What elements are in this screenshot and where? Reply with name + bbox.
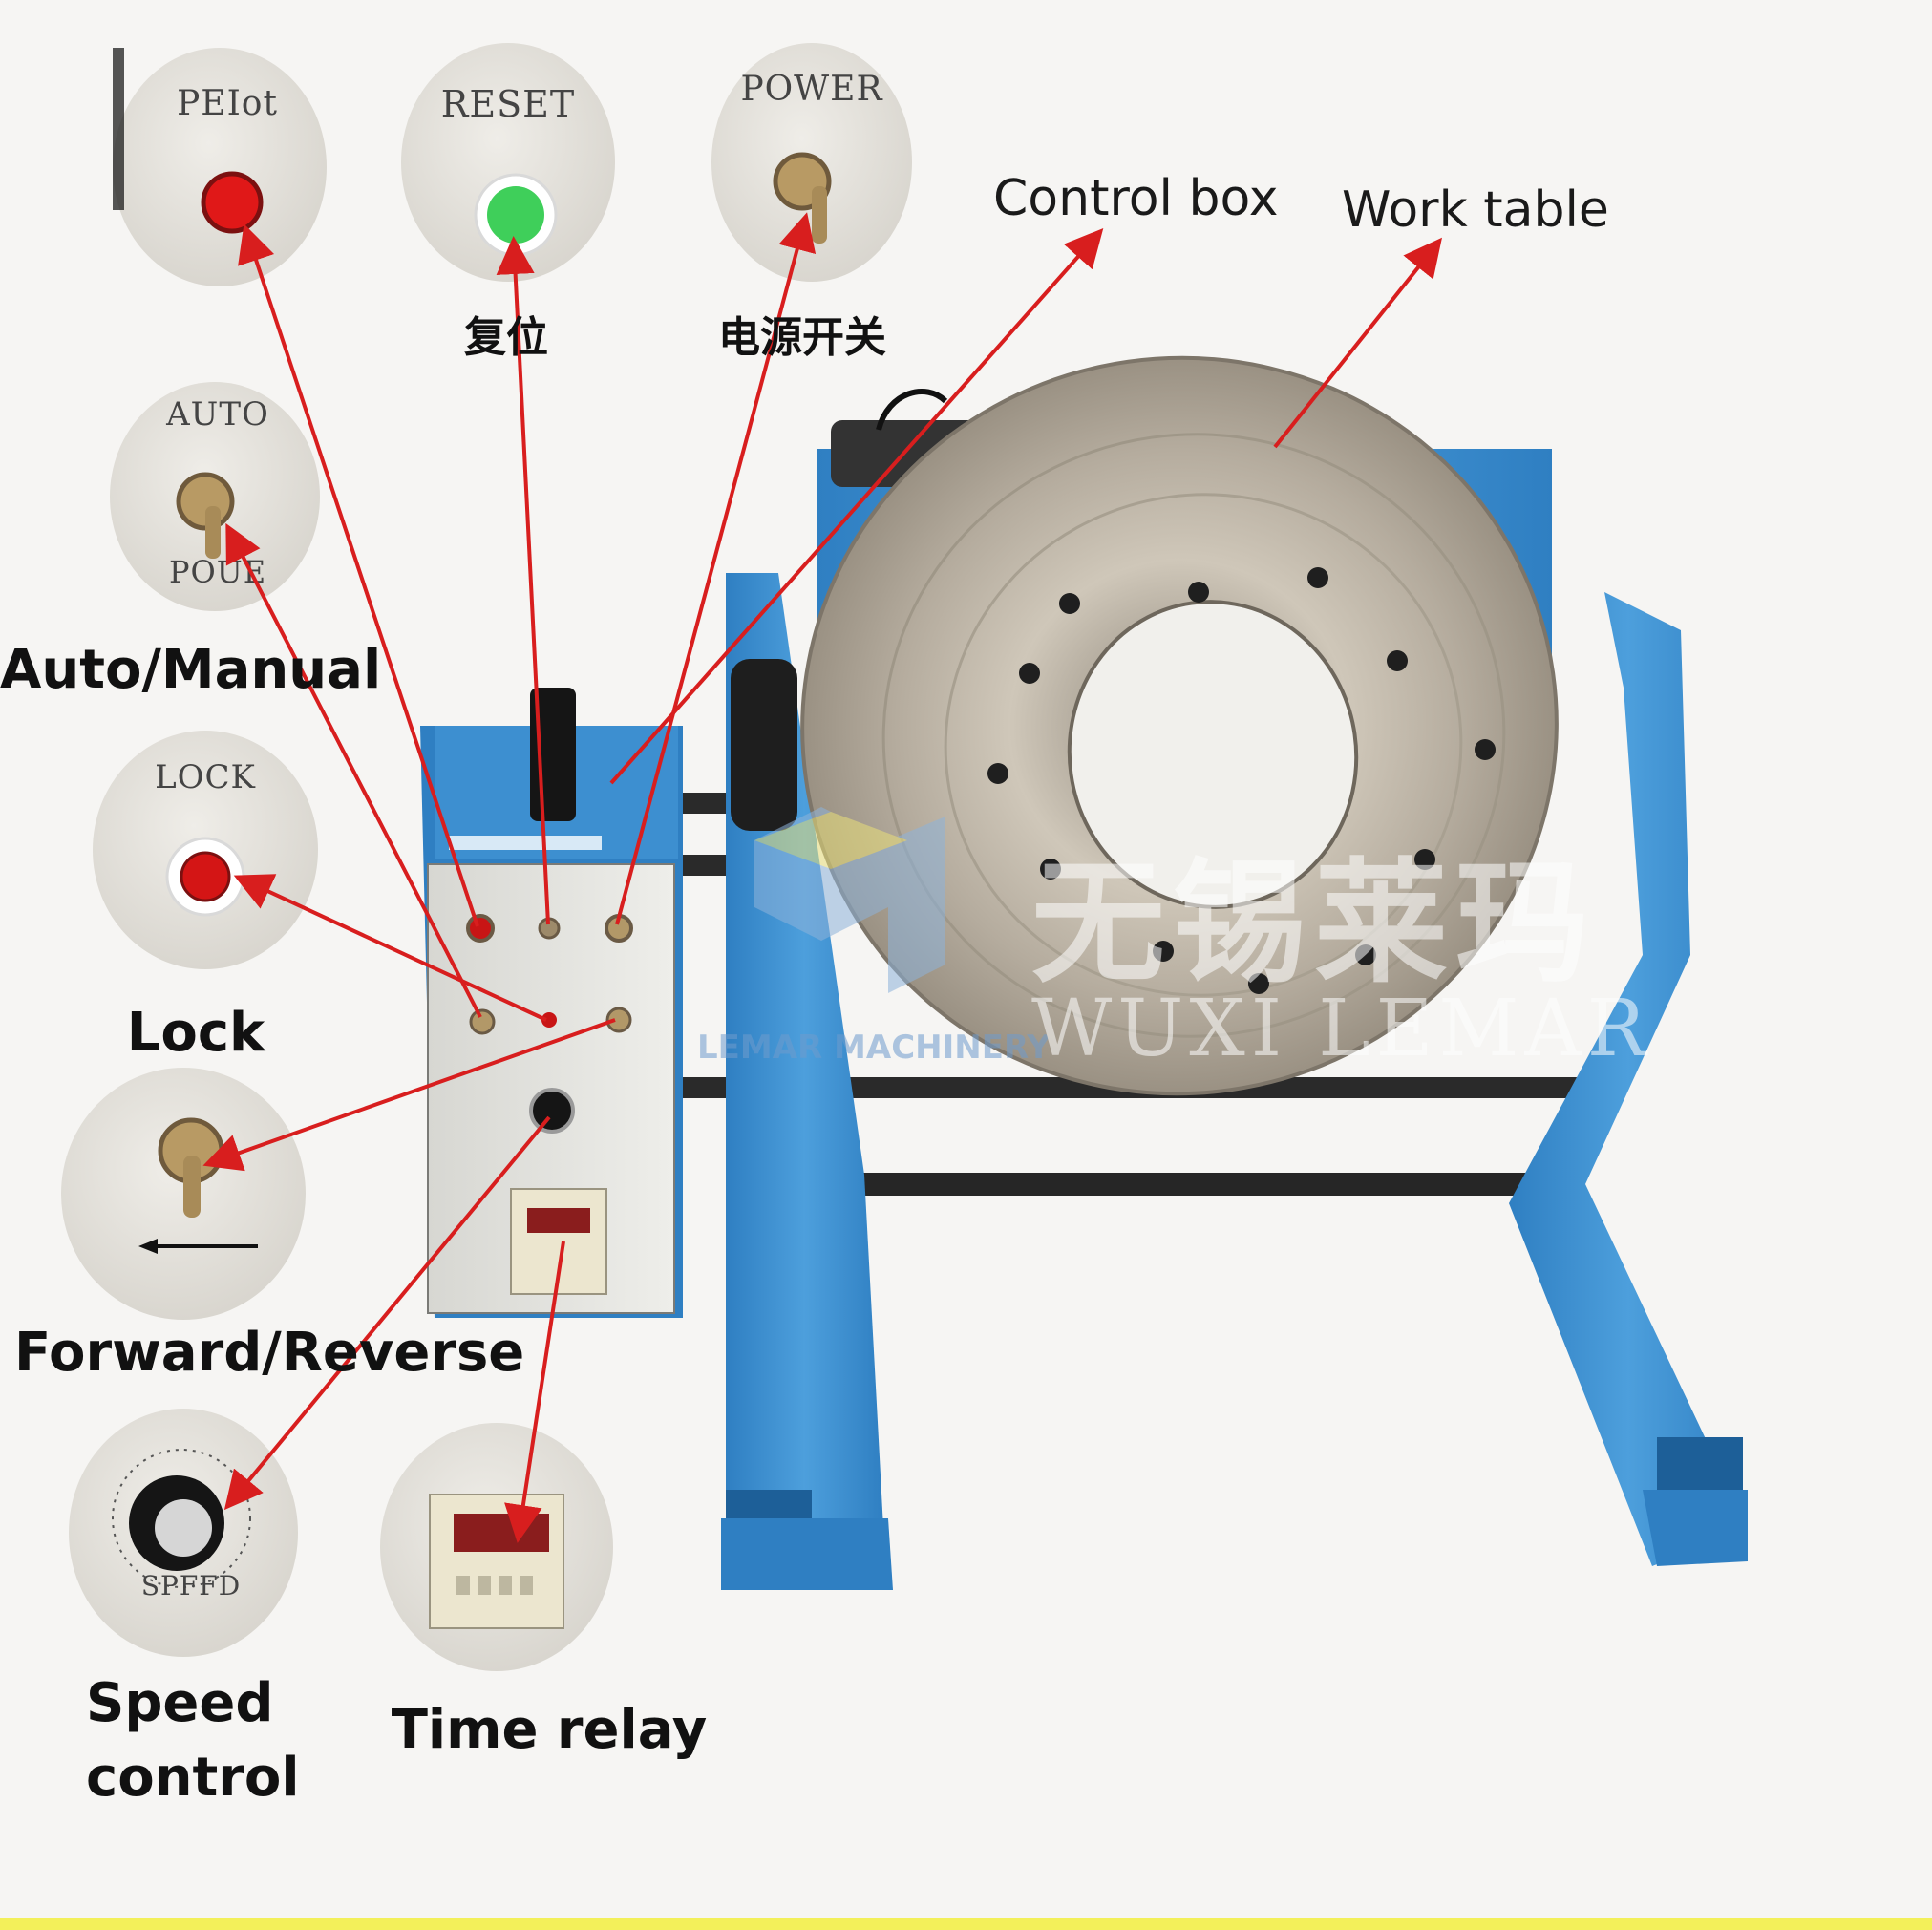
panel-auto-switch [469, 1008, 496, 1035]
callout-lock: LOCK [93, 731, 318, 969]
label-work-table: Work table [1342, 181, 1609, 239]
arrow-reset [496, 236, 550, 925]
auto-caption: AUTO [165, 395, 269, 434]
label-lock: Lock [127, 1002, 266, 1064]
watermark-logo-cap [754, 812, 907, 869]
panel-direction-switch [605, 1007, 632, 1033]
arrow-direction [202, 1018, 616, 1172]
work-table-disc [800, 355, 1559, 1096]
watermark-brand-small: LEMAR MACHINERY [697, 1029, 1051, 1067]
speed-caption: SPFFD [141, 1570, 241, 1601]
label-speed-control-line2: control [86, 1747, 300, 1809]
arrow-control-box [609, 228, 1104, 785]
callout-time-relay [380, 1423, 613, 1671]
label-power-cn: 电源开关 [718, 313, 886, 362]
label-reset-cn: 复位 [464, 313, 548, 362]
panel-pilot-lamp [466, 914, 495, 943]
front-rod [754, 1173, 1585, 1196]
watermark: LEMAR MACHINERY 无锡莱玛 WUXI LEMAR [697, 807, 1651, 1074]
callout-pilot: PEIot [113, 48, 327, 286]
callout-arrows [202, 212, 1442, 1543]
panel-speed-knob [529, 1088, 575, 1134]
arrow-lock [233, 874, 547, 1022]
callout-auto: AUTO POUE [110, 382, 320, 611]
label-speed-control-line1: Speed [86, 1672, 273, 1734]
power-toggle-icon [812, 186, 827, 244]
lock-caption: LOCK [155, 758, 256, 796]
callout-power: POWER [711, 43, 912, 282]
pilot-lamp-icon [201, 171, 264, 234]
reset-button-icon [487, 186, 544, 244]
arrow-time-relay [504, 1241, 565, 1543]
arrow-auto [225, 522, 482, 1018]
positioner-machine: LEMAR MACHINERY 无锡莱玛 WUXI LEMAR [420, 355, 1748, 1590]
pilot-caption: PEIot [177, 84, 278, 123]
reset-caption: RESET [441, 83, 575, 125]
callout-reset: RESET [401, 43, 615, 282]
arrow-work-table [1273, 237, 1442, 449]
right-base-foot [1643, 1490, 1748, 1566]
control-box-label-plate [449, 836, 602, 850]
label-auto-manual: Auto/Manual [0, 639, 381, 701]
label-control-box: Control box [993, 170, 1279, 227]
arrow-pilot [238, 223, 479, 927]
watermark-brand-en: WUXI LEMAR [1031, 984, 1651, 1074]
panel-time-relay-display [527, 1208, 590, 1233]
label-forward-reverse: Forward/Reverse [14, 1322, 524, 1384]
arrow-power [615, 212, 817, 925]
lock-lamp-icon [180, 851, 231, 902]
arrow-speed [223, 1115, 551, 1511]
callout-direction [61, 1068, 306, 1320]
power-caption: POWER [740, 70, 882, 109]
mounting-holes [987, 567, 1496, 994]
direction-toggle-icon [183, 1156, 201, 1218]
watermark-brand-cn: 无锡莱玛 [1031, 846, 1597, 1002]
control-box [420, 688, 683, 1318]
callout-speed: SPFFD [69, 1409, 298, 1657]
motor-cable [876, 389, 948, 431]
auto-toggle-icon [205, 506, 221, 559]
left-base-foot [721, 1518, 893, 1590]
panel-lock-lamp [541, 1012, 557, 1028]
hand-wheel [731, 659, 797, 831]
right-support-leg [1509, 592, 1748, 1566]
label-time-relay: Time relay [392, 1699, 708, 1761]
time-relay-display-icon [454, 1514, 549, 1552]
bottom-accent-strip [0, 1918, 1932, 1930]
